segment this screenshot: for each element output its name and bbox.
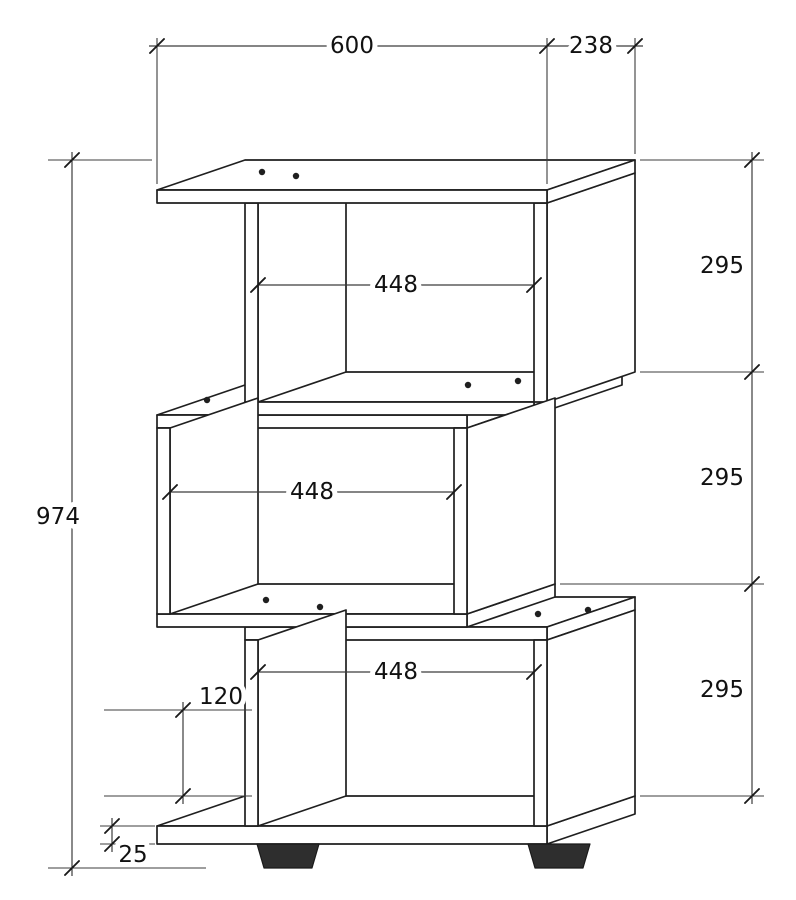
dim-label-plinth-height: 120: [199, 684, 243, 710]
dim-label-top-width: 600: [330, 33, 374, 59]
dimension-ticks: [175, 702, 191, 804]
base-board-front-face: [156, 825, 548, 845]
dim-label-base-thickness: 25: [118, 842, 147, 868]
left-foot: [256, 843, 320, 869]
screw-hole-dot: [464, 381, 472, 389]
module3-partition-front-face: [244, 639, 259, 827]
dimension-top: 600 238: [149, 28, 643, 184]
module3-partition: [244, 609, 347, 827]
screw-hole-dot: [292, 172, 300, 180]
dimension-ticks: [250, 664, 542, 680]
dim-label-compartment1-width: 448: [374, 272, 418, 298]
dim-label-compartment3-width: 448: [374, 659, 418, 685]
module1-right-panel-side-face: [546, 172, 636, 403]
screw-hole-dot: [262, 596, 270, 604]
dim-label-compartment2-width: 448: [290, 479, 334, 505]
extension-lines: [48, 159, 206, 869]
module3-partition-side-face: [257, 609, 347, 827]
module2-left-panel: [156, 397, 259, 615]
extension-lines: [104, 709, 252, 797]
dimension-module-heights: 295 295 295: [560, 152, 764, 804]
dimension-base-thickness: 25: [100, 818, 155, 873]
dimension-ticks: [250, 277, 542, 293]
dimension-compartment1-width: 448: [250, 267, 542, 303]
dimension-ticks: [149, 38, 643, 54]
dim-label-module1-height: 295: [700, 253, 744, 279]
dimension-plinth-height: 120: [104, 679, 252, 804]
screw-hole-dot: [203, 396, 211, 404]
module1-partition: [244, 172, 347, 403]
module2-partition: [453, 397, 556, 615]
module2-partition-side-face: [466, 397, 556, 615]
dimension-ticks: [64, 152, 80, 876]
dimension-ticks: [104, 818, 120, 852]
screw-hole-dot: [534, 610, 542, 618]
extension-lines: [560, 159, 764, 797]
module3-right-panel-side-face: [546, 609, 636, 827]
dim-label-total-height: 974: [36, 504, 80, 530]
feet: [256, 843, 591, 869]
screw-hole-dot: [514, 377, 522, 385]
dimension-ticks: [744, 152, 760, 804]
module1-partition-front-face: [244, 202, 259, 403]
module3-right-panel: [533, 609, 636, 827]
dim-label-top-depth: 238: [569, 33, 613, 59]
right-foot: [527, 843, 591, 869]
screw-hole-dot: [316, 603, 324, 611]
module2-left-panel-side-face: [169, 397, 259, 615]
extension-lines: [156, 38, 636, 184]
module3-right-panel-front-face: [533, 639, 548, 827]
module1-partition-side-face: [257, 172, 347, 403]
dimension-compartment3-width: 448: [250, 654, 542, 690]
screw-hole-dot: [584, 606, 592, 614]
dimension-compartment2-width: 448: [162, 474, 462, 510]
top-board-front-face: [156, 189, 548, 204]
top-board: [156, 159, 636, 204]
module2-bottom-board-front-face: [156, 613, 468, 628]
dim-label-module2-height: 295: [700, 465, 744, 491]
module1-bottom-board-front-face: [244, 401, 535, 416]
module1-right-panel-front-face: [533, 202, 548, 403]
dimension-ticks: [162, 484, 462, 500]
screw-hole-dot: [258, 168, 266, 176]
module2-left-panel-front-face: [156, 427, 171, 615]
module1-right-panel: [533, 172, 636, 403]
extension-lines: [100, 825, 155, 845]
dim-label-module3-height: 295: [700, 677, 744, 703]
dimension-total-height: 974: [31, 152, 206, 876]
module2-partition-front-face: [453, 427, 468, 615]
